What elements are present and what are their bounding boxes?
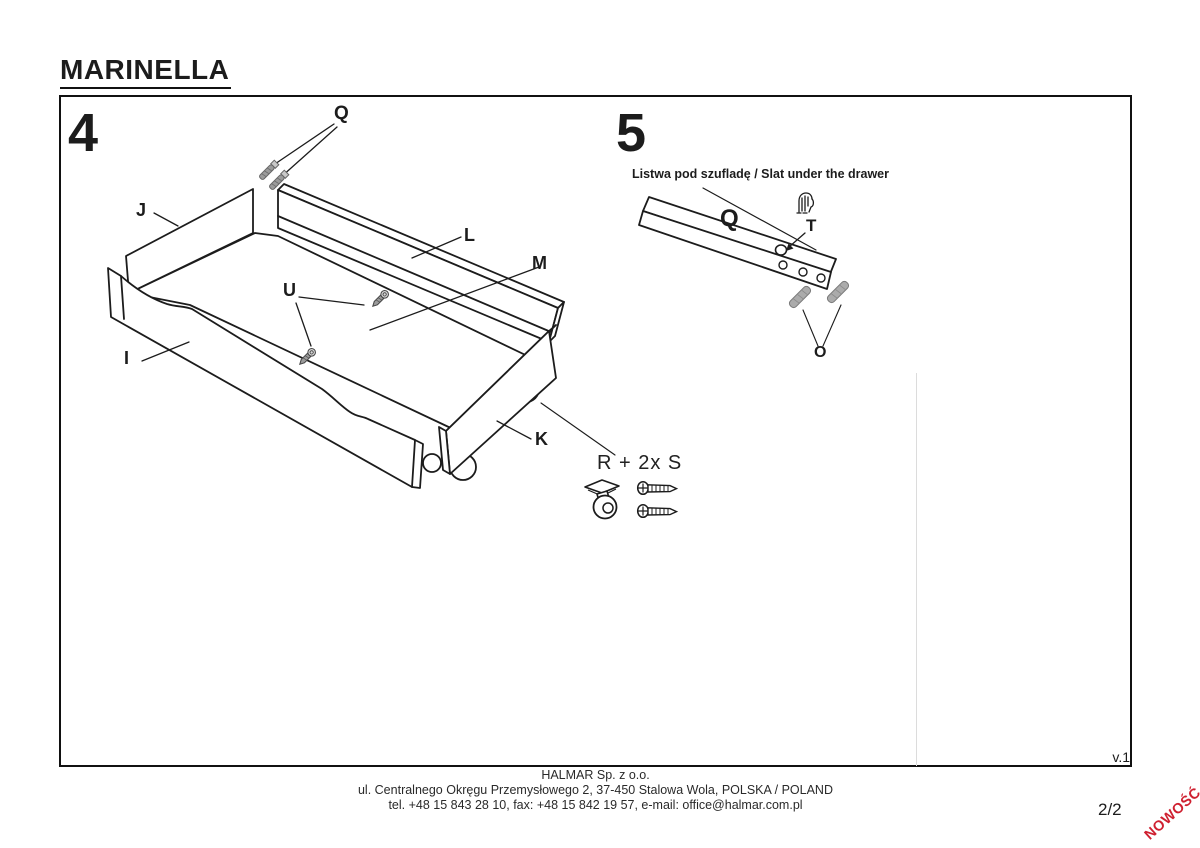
label-o: O (814, 344, 827, 361)
label-k: K (535, 429, 548, 449)
step4-number: 4 (68, 103, 99, 163)
page-title: MARINELLA (60, 54, 232, 89)
screw-icon (636, 480, 679, 496)
dowel-icon (826, 280, 850, 304)
footer-address: ul. Centralnego Okręgu Przemysłowego 2, … (357, 783, 833, 797)
step5-slat-diagram (638, 187, 842, 347)
footer: HALMAR Sp. z o.o. ul. Centralnego Okręgu… (59, 768, 1132, 813)
screw-icon (372, 290, 389, 307)
caster-wheel-icon (422, 453, 442, 473)
label-q4: Q (334, 103, 349, 124)
footer-company: HALMAR Sp. z o.o. (541, 768, 650, 782)
slat-edge-hole (798, 267, 808, 277)
dowel-icon (788, 285, 812, 309)
step4-drawer-diagram (107, 183, 565, 489)
screw-icon (636, 503, 679, 519)
content-frame (59, 95, 1132, 767)
fold-line (916, 373, 917, 766)
part-i-front-panel (107, 267, 424, 489)
label-l: L (464, 225, 475, 245)
step4-leader-lines (141, 123, 616, 456)
label-m: M (532, 253, 547, 273)
clip-icon (796, 192, 815, 214)
screw-icon (299, 348, 316, 365)
label-u: U (283, 280, 296, 300)
part-j-side-panel (125, 188, 254, 294)
hardware-note: R + 2x S (597, 452, 683, 474)
slat-edge-hole (816, 273, 826, 283)
bolt-icon (259, 159, 280, 180)
version-label: v.1 (1112, 749, 1130, 765)
label-t: T (806, 216, 817, 235)
page-number: 2/2 (1098, 800, 1122, 819)
caster-icon (584, 479, 620, 520)
label-j: J (136, 200, 147, 220)
step5-number: 5 (616, 103, 647, 163)
label-q5: Q (720, 205, 739, 232)
bolt-icon (269, 169, 290, 190)
label-i: I (124, 348, 130, 368)
footer-contact: tel. +48 15 843 28 10, fax: +48 15 842 1… (388, 798, 803, 812)
part-k-side-panel (438, 324, 557, 475)
step5-caption: Listwa pod szufladę / Slat under the dra… (632, 167, 889, 181)
slat-edge-hole (778, 260, 788, 270)
